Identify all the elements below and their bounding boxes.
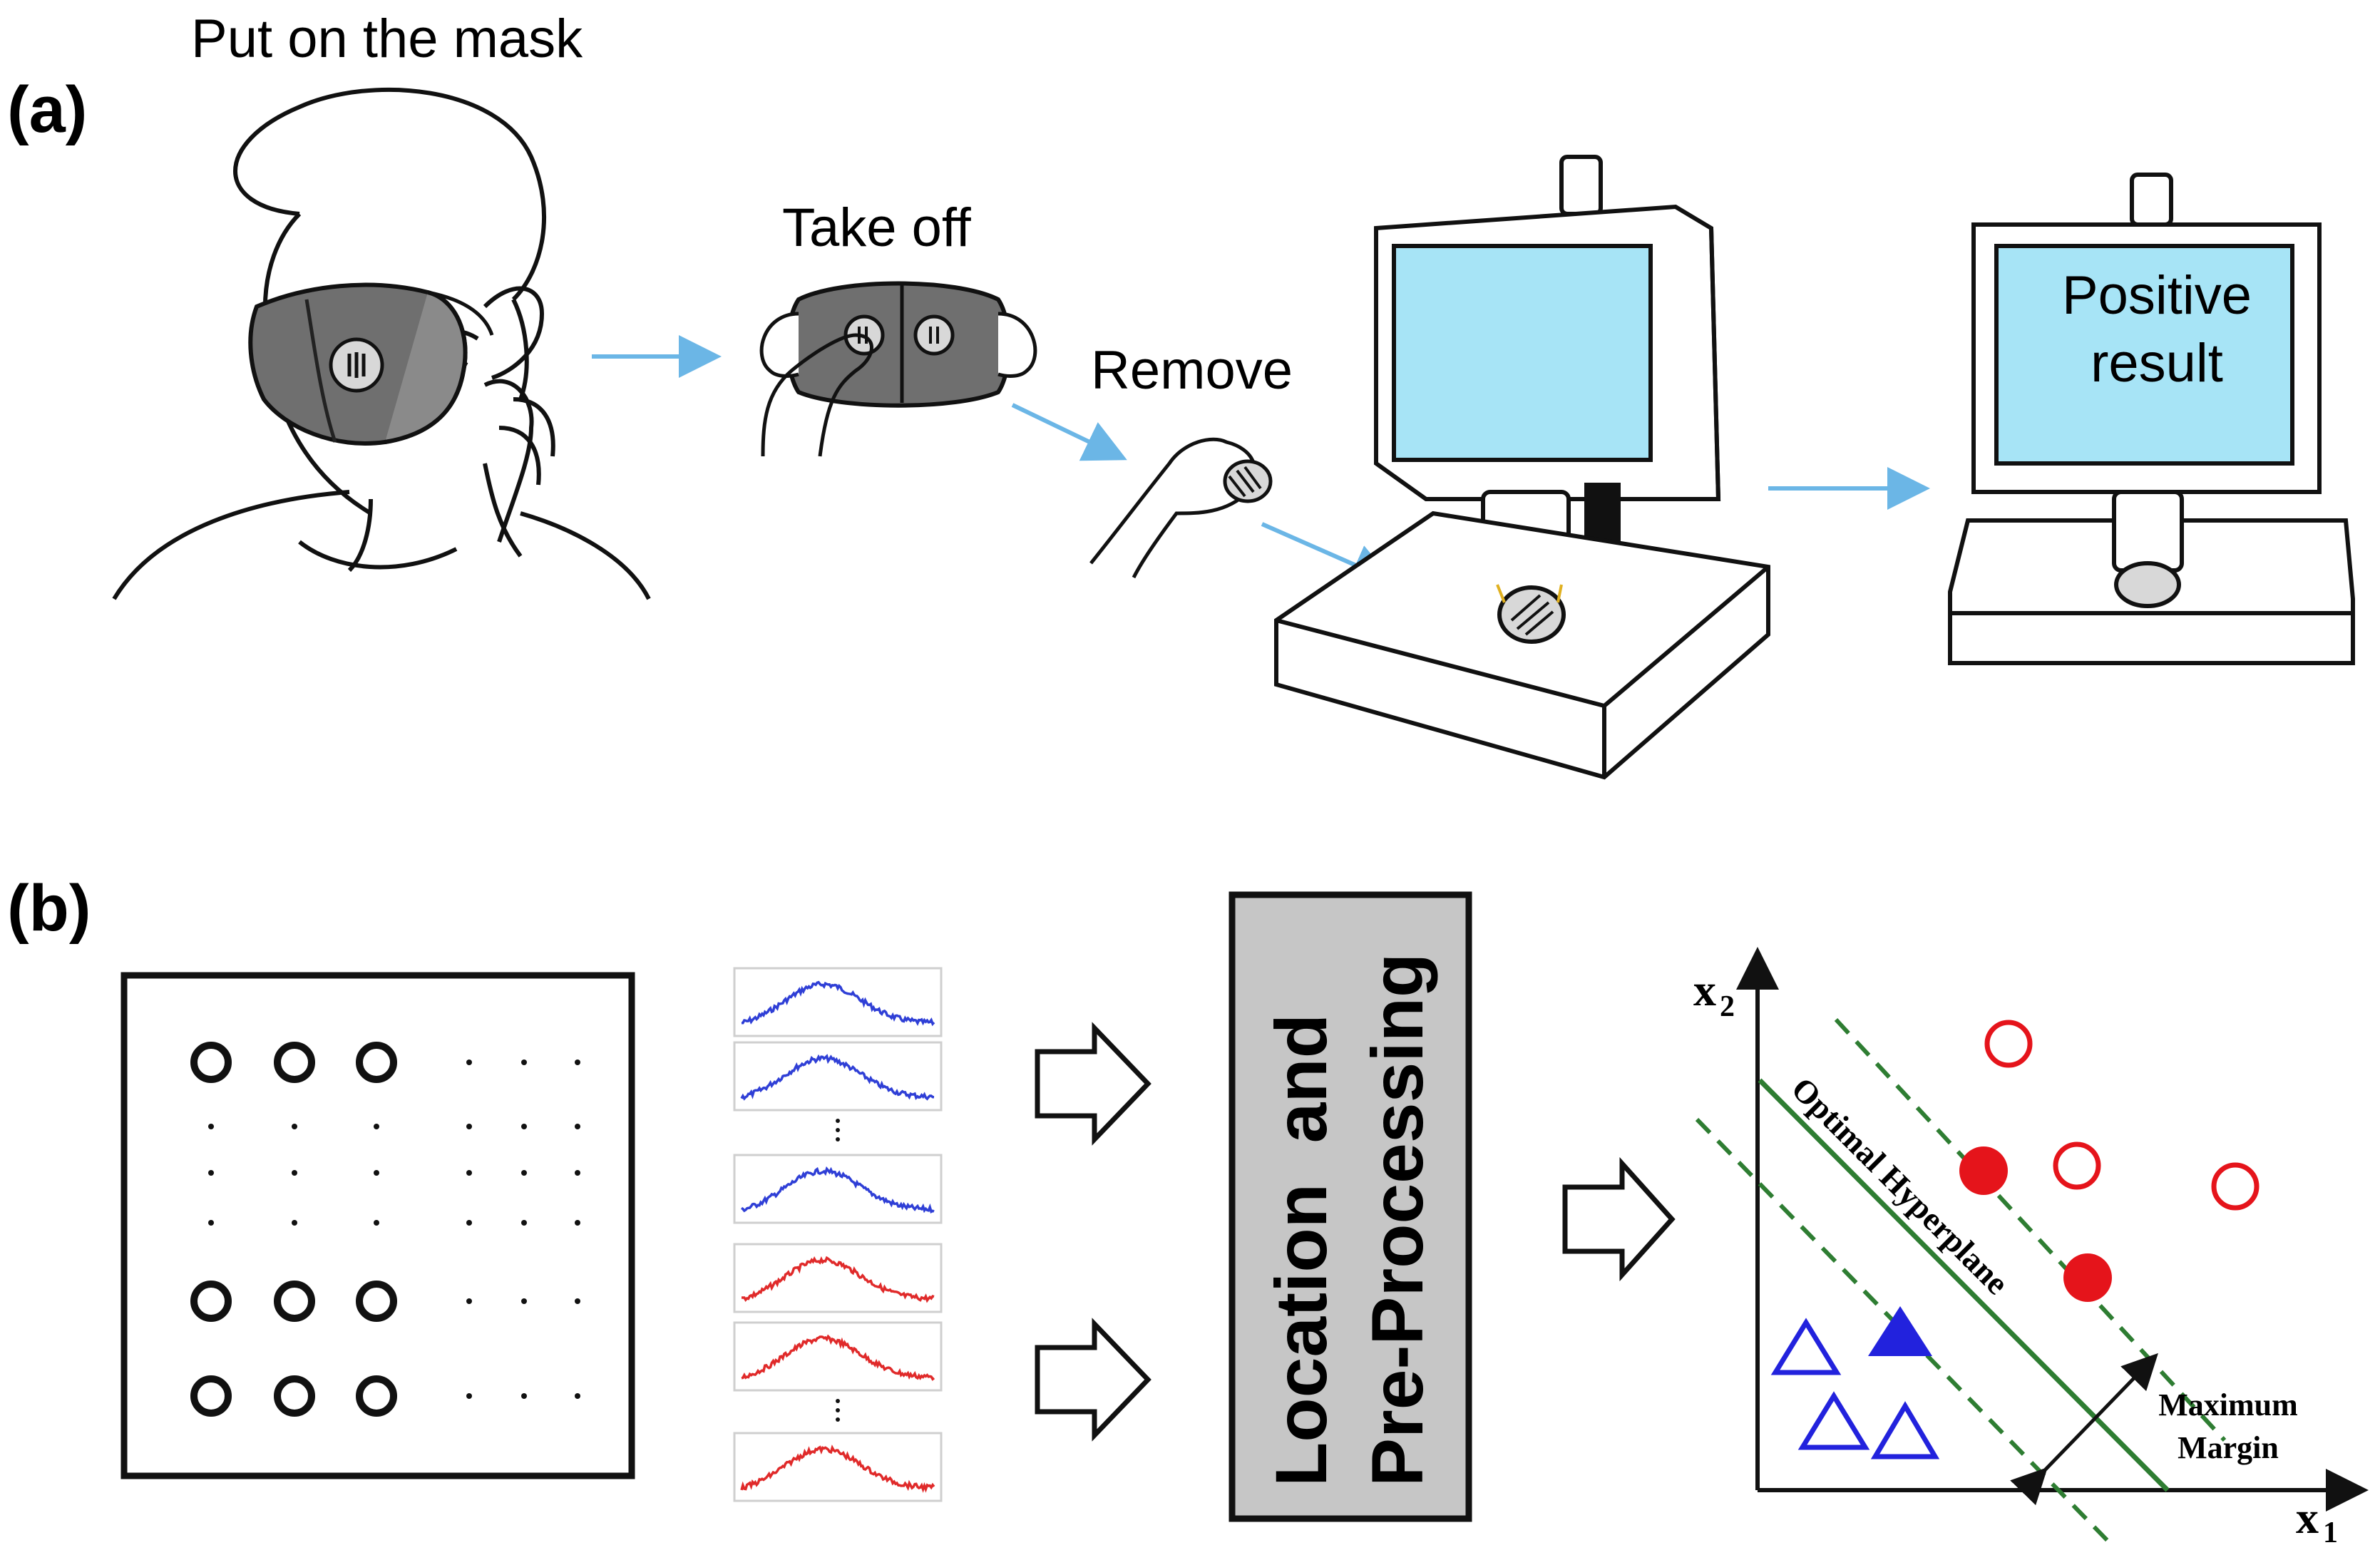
- mask-removed-illustration: [759, 281, 1037, 457]
- sensor-dot: [521, 1124, 527, 1129]
- signal-trace: [741, 1334, 935, 1381]
- sensor-dot: [374, 1220, 379, 1226]
- step-put-on-label: Put on the mask: [191, 9, 583, 69]
- sensor-spot: [274, 1281, 315, 1322]
- sensor-spot: [356, 1281, 397, 1322]
- margin-label-line2: Margin: [2178, 1430, 2279, 1465]
- sensor-dot: [521, 1393, 527, 1399]
- signal-frame: [733, 1041, 943, 1112]
- class-a-support-vector: [1959, 1146, 2008, 1195]
- sensor-dot: [208, 1124, 214, 1129]
- class-a-point-hollow: [2211, 1162, 2260, 1211]
- sensor-spot: [274, 1042, 315, 1083]
- class-b-support-vector: [1868, 1306, 1932, 1356]
- sensor-dot: [208, 1170, 214, 1176]
- result-text-line1: Positive: [2062, 265, 2252, 326]
- signal-frame: [733, 1243, 943, 1313]
- sensor-spot: [356, 1042, 397, 1083]
- processing-text-line1: Location and: [1261, 1014, 1342, 1487]
- sensor-dot: [374, 1124, 379, 1129]
- sensor-dot: [292, 1170, 297, 1176]
- signal-trace: [742, 980, 935, 1027]
- y-axis-label: x: [1693, 965, 1716, 1015]
- sensor-array-frame: [120, 972, 635, 1479]
- margin-arrow: [2010, 1353, 2158, 1506]
- sensor-spot: [356, 1375, 397, 1417]
- sensor-dot: [575, 1170, 580, 1176]
- sensor-dot: [292, 1124, 297, 1129]
- x-axis-label: x: [2296, 1492, 2319, 1543]
- signal-frame: [733, 1154, 943, 1224]
- sensor-spot: [190, 1042, 232, 1083]
- mask-illustration: [248, 282, 494, 446]
- sensor-array: [190, 1042, 580, 1417]
- ellipsis-dot: [836, 1137, 840, 1141]
- class-b-point-hollow: [1770, 1318, 1842, 1375]
- sensor-dot: [466, 1220, 472, 1226]
- sensor-dot: [466, 1124, 472, 1129]
- signal-trace: [740, 1054, 935, 1101]
- y-axis-subscript: 2: [1720, 990, 1735, 1023]
- margin-label-line1: Maximum: [2158, 1387, 2298, 1422]
- class-b-point-hollow: [1797, 1391, 1870, 1450]
- sensor-dot: [521, 1220, 527, 1226]
- class-a-point-hollow: [2053, 1141, 2101, 1190]
- sensor-dot: [575, 1298, 580, 1304]
- signal-trace: [740, 1445, 935, 1493]
- sensor-dot: [575, 1059, 580, 1065]
- signal-frame: [733, 967, 943, 1037]
- flow-arrow: [1011, 403, 1127, 461]
- signal-trace: [741, 1166, 935, 1213]
- sensor-dot: [466, 1298, 472, 1304]
- sensor-dot: [521, 1298, 527, 1304]
- signal-frame: [733, 1432, 943, 1502]
- hand-with-filter-illustration: [1089, 437, 1273, 579]
- x-axis-subscript: 1: [2323, 1517, 2338, 1549]
- sensor-spot: [190, 1281, 232, 1322]
- hollow-arrow: [1035, 1318, 1151, 1442]
- detection-device-illustration: [1274, 155, 1770, 780]
- sensor-dot: [575, 1124, 580, 1129]
- signal-trace: [742, 1256, 935, 1303]
- sensor-dot: [208, 1220, 214, 1226]
- ellipsis-dot: [836, 1417, 840, 1422]
- ellipsis-dot: [836, 1119, 840, 1123]
- sensor-dot: [521, 1059, 527, 1065]
- sensor-dot: [374, 1170, 379, 1176]
- hollow-arrow: [1562, 1156, 1676, 1282]
- sensor-spot: [190, 1375, 232, 1417]
- sensor-spot: [274, 1375, 315, 1417]
- sensor-dot: [466, 1170, 472, 1176]
- ellipsis-dot: [836, 1399, 840, 1403]
- hollow-arrow: [1035, 1022, 1151, 1146]
- margin-line-upper: [1834, 1017, 2227, 1442]
- sensor-dot: [292, 1220, 297, 1226]
- class-a-point-hollow: [1984, 1020, 2033, 1068]
- sensor-dot: [521, 1170, 527, 1176]
- signal-trace-stack: [733, 967, 943, 1502]
- class-b-point-hollow: [1870, 1401, 1940, 1459]
- sensor-dot: [466, 1059, 472, 1065]
- sensor-dot: [575, 1220, 580, 1226]
- svm-plot: x 2 x 1 Optimal Hyperplane Maximum Margi…: [1693, 947, 2369, 1549]
- class-a-support-vector: [2063, 1253, 2112, 1302]
- sensor-dot: [575, 1393, 580, 1399]
- ellipsis-dot: [836, 1408, 840, 1412]
- processing-box: [1229, 891, 1472, 1522]
- sensor-dot: [466, 1393, 472, 1399]
- step-remove-label: Remove: [1091, 340, 1293, 401]
- step-take-off-label: Take off: [782, 197, 972, 258]
- result-device-illustration: [1948, 173, 2355, 665]
- result-text-line2: result: [2091, 333, 2223, 394]
- panel-a-label: (a): [7, 73, 87, 146]
- signal-frame: [733, 1321, 943, 1392]
- ellipsis-dot: [836, 1128, 840, 1132]
- processing-text-line2: Pre-Processing: [1357, 953, 1438, 1487]
- panel-b-label: (b): [7, 872, 91, 945]
